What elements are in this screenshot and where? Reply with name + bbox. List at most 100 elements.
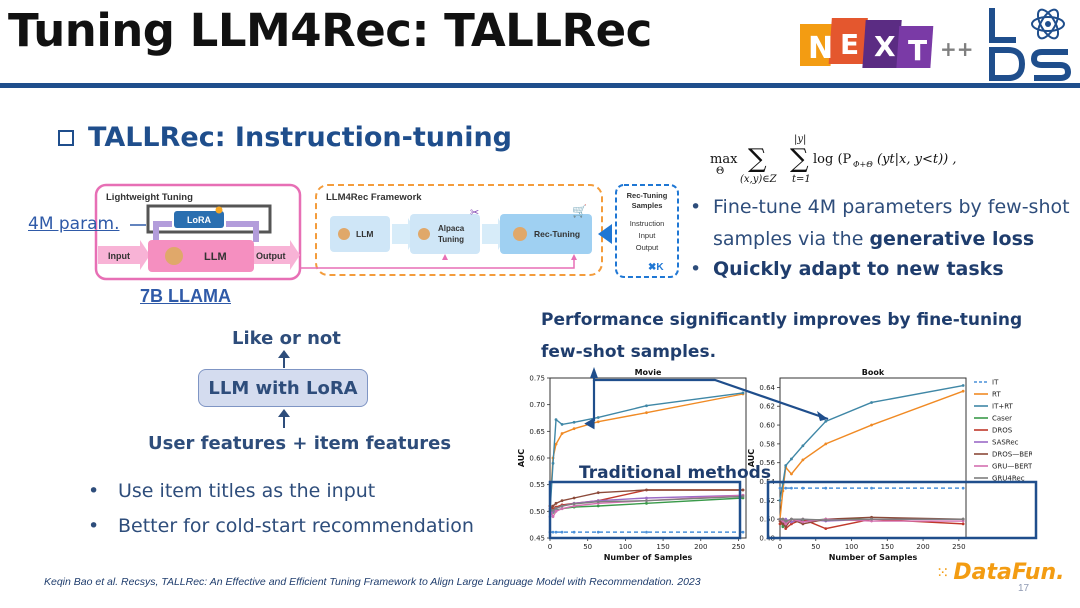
tallrec-framework-diagram: Lightweight Tuning LoRA Input LLM Output…	[26, 180, 686, 310]
slide-title: Tuning LLM4Rec: TALLRec	[8, 4, 652, 57]
data-point	[554, 418, 558, 421]
samples-title-1: Rec-Tuning	[627, 191, 668, 200]
llm-with-lora-label: LLM with LoRA	[208, 377, 358, 399]
llm-box	[148, 240, 254, 272]
y-tick-label: 0.58	[759, 440, 775, 448]
llama-icon	[513, 227, 527, 241]
data-point	[554, 530, 558, 534]
y-tick-label: 0.60	[529, 455, 545, 463]
data-point	[741, 495, 745, 498]
samples-item-output: Output	[636, 243, 659, 252]
data-point	[572, 530, 576, 534]
right-bullet-1-cont: samples via the generative loss	[713, 228, 1035, 250]
data-point	[801, 486, 805, 490]
y-axis-label-1: AUC	[747, 449, 756, 467]
legend-label: DROS	[992, 427, 1013, 435]
formula-sum2-sub: t=1	[792, 174, 811, 185]
llama-icon	[165, 247, 183, 265]
formula-sum-1: ∑	[748, 144, 767, 174]
x-tick-label: 0	[548, 543, 552, 551]
chart-title-0: Movie	[635, 368, 662, 377]
series-line-it-rt-1	[779, 384, 964, 501]
formula-p-sub: Φ+Θ	[853, 160, 873, 169]
data-point	[551, 461, 555, 465]
data-point	[778, 486, 782, 490]
data-point	[961, 522, 965, 526]
data-point	[551, 530, 555, 534]
data-point	[560, 432, 564, 435]
like-or-not-label: Like or not	[232, 328, 341, 349]
x-tick-label: 200	[916, 543, 929, 551]
x-axis-label-0: Number of Samples	[604, 553, 693, 562]
data-point	[870, 423, 873, 427]
data-point	[790, 472, 793, 476]
y-tick-label: 0.48	[759, 535, 775, 543]
x-tick-label: 250	[732, 543, 745, 551]
data-point	[870, 401, 873, 404]
output-label: Output	[256, 251, 286, 261]
data-point	[870, 517, 873, 521]
next-letter-e: E	[840, 28, 859, 61]
lora-box	[174, 211, 224, 228]
output-arrow-box	[254, 246, 290, 264]
data-point	[551, 508, 555, 512]
lora-label: LoRA	[187, 215, 211, 225]
up-arrow-icon-bottom	[283, 412, 285, 428]
llm-label: LLM	[204, 251, 227, 263]
input-label: Input	[108, 251, 130, 261]
legend-label: Caser	[992, 415, 1012, 423]
data-point	[961, 517, 965, 521]
datafun-dots-icon: ⁙	[936, 564, 950, 582]
subtitle-row: TALLRec: Instruction-tuning	[58, 122, 512, 153]
lds-logo	[986, 4, 1076, 84]
y-tick-label: 0.55	[529, 481, 545, 489]
samples-item-instruction: Instruction	[630, 219, 665, 228]
slide-subtitle: TALLRec: Instruction-tuning	[88, 122, 513, 153]
data-point	[596, 491, 600, 495]
data-point	[961, 389, 965, 393]
next-letter-n: N	[808, 31, 833, 66]
data-point	[784, 486, 788, 490]
up-arrow-icon-top	[283, 352, 285, 368]
llm4rec-title: LLM4Rec Framework	[326, 192, 422, 203]
data-point	[645, 499, 648, 503]
legend-label: RT	[992, 391, 1001, 399]
y-tick-label: 0.56	[759, 459, 775, 467]
data-point	[824, 442, 828, 446]
data-point	[645, 501, 648, 505]
x-tick-label: 100	[619, 543, 632, 551]
x-tick-label: 100	[845, 543, 858, 551]
legend-label: SASRec	[992, 439, 1019, 447]
data-point	[784, 522, 788, 526]
data-point	[961, 486, 965, 490]
title-rule	[0, 83, 1080, 88]
up-arrowhead-top	[278, 350, 290, 358]
rec-tuning-samples-box	[615, 184, 679, 278]
up-arrowhead-bottom	[278, 409, 290, 417]
data-point	[741, 488, 745, 492]
data-point	[784, 525, 788, 529]
data-point	[645, 411, 648, 415]
formula-log: log (P	[813, 152, 852, 167]
formula-sum1-sub: (x,y)∈Z	[740, 174, 777, 185]
data-point	[961, 384, 965, 387]
data-point	[741, 530, 745, 534]
next-letter-t: T	[908, 34, 927, 67]
data-point	[781, 482, 785, 485]
llm4rec-llm-label: LLM	[356, 229, 373, 239]
data-point	[572, 502, 576, 506]
next-suffix: ++	[940, 37, 974, 61]
legend-label: IT+RT	[992, 403, 1014, 411]
legend-label: DROS—BERT	[992, 451, 1032, 459]
performance-note-line-1: Performance significantly improves by fi…	[541, 310, 1023, 330]
x-tick-label: 0	[778, 543, 782, 551]
y-tick-label: 0.62	[759, 403, 775, 411]
datafun-wordmark: DataFun.	[953, 560, 1065, 585]
formula-sum2-top: |y|	[794, 134, 807, 145]
scissors-icon: ✂	[470, 207, 479, 219]
samples-title-2: Samples	[632, 201, 663, 210]
samples-k-label: ✖K	[648, 262, 664, 273]
data-point	[596, 416, 600, 419]
legend-label: GRU—BERT	[992, 463, 1032, 471]
llm-with-lora-box: LLM with LoRA	[198, 369, 368, 407]
